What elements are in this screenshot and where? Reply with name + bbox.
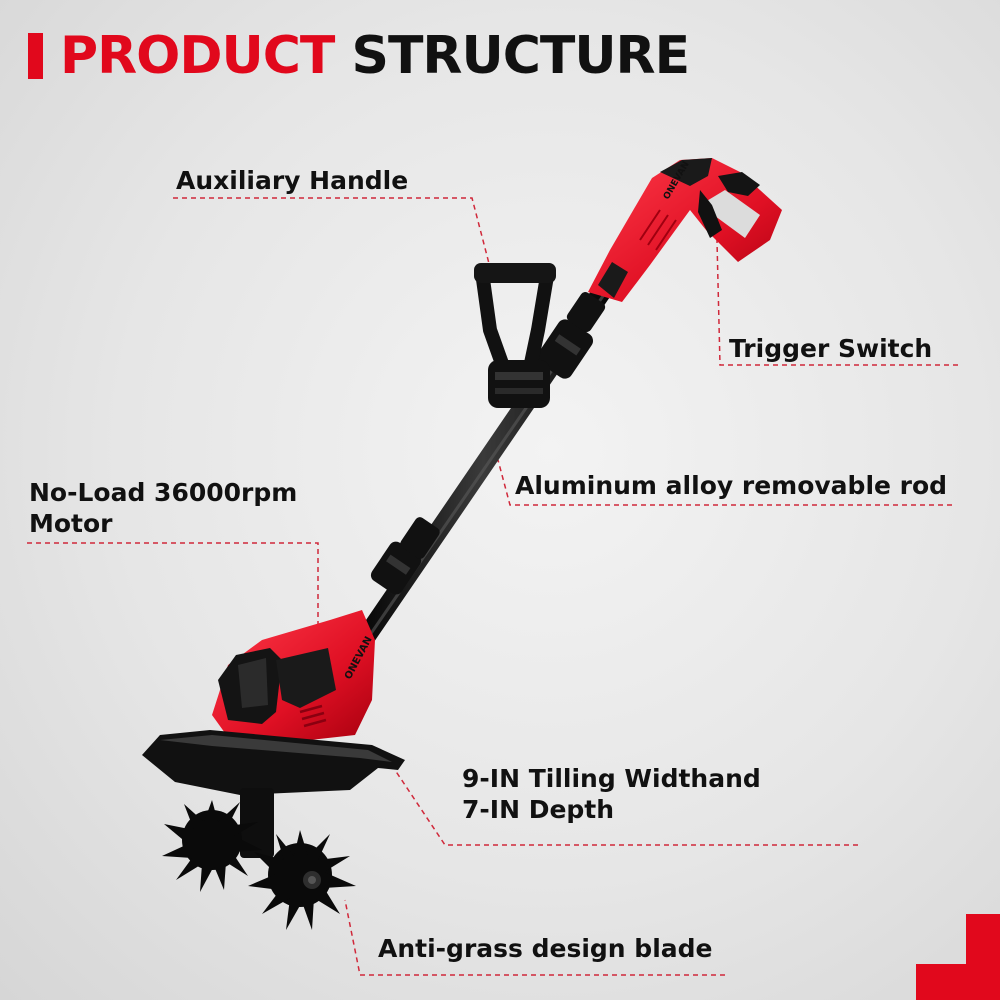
callout-motor: No-Load 36000rpm Motor <box>29 477 297 539</box>
callout-blade: Anti-grass design blade <box>378 934 713 963</box>
callout-tilling: 9-IN Tilling Widthand 7-IN Depth <box>462 763 761 825</box>
tine-shield-art <box>142 730 405 795</box>
tines-art <box>162 800 356 930</box>
callout-motor-line2: Motor <box>29 509 113 538</box>
leader-lines <box>27 197 958 976</box>
leader-rod <box>497 459 952 506</box>
rear-handle-art: ONEVAN <box>588 158 782 302</box>
leader-blade <box>344 899 725 976</box>
page-title: PRODUCT STRUCTURE <box>60 22 691 90</box>
leader-trigger-switch <box>715 199 958 366</box>
corner-arrow-icon <box>916 914 1000 1000</box>
gearbox-art <box>240 788 274 858</box>
callout-tilling-line2: 7-IN Depth <box>462 795 615 824</box>
leader-tilling <box>394 769 858 846</box>
callout-tilling-line1: 9-IN Tilling Widthand <box>462 764 761 793</box>
title-word-structure: STRUCTURE <box>351 26 691 86</box>
callout-rod: Aluminum alloy removable rod <box>515 471 948 500</box>
auxiliary-handle-art <box>474 263 556 408</box>
trigger-art <box>698 190 722 238</box>
callout-motor-line1: No-Load 36000rpm <box>29 478 298 507</box>
rod-couplers <box>370 292 606 595</box>
callout-auxiliary-handle: Auxiliary Handle <box>176 166 409 195</box>
leader-motor <box>27 542 319 640</box>
title-accent-bar <box>28 33 43 79</box>
leader-auxiliary-handle <box>173 197 493 276</box>
callout-trigger-switch: Trigger Switch <box>729 334 933 363</box>
motor-housing-art: ONEVAN <box>212 610 375 740</box>
title-word-product: PRODUCT <box>60 26 335 86</box>
